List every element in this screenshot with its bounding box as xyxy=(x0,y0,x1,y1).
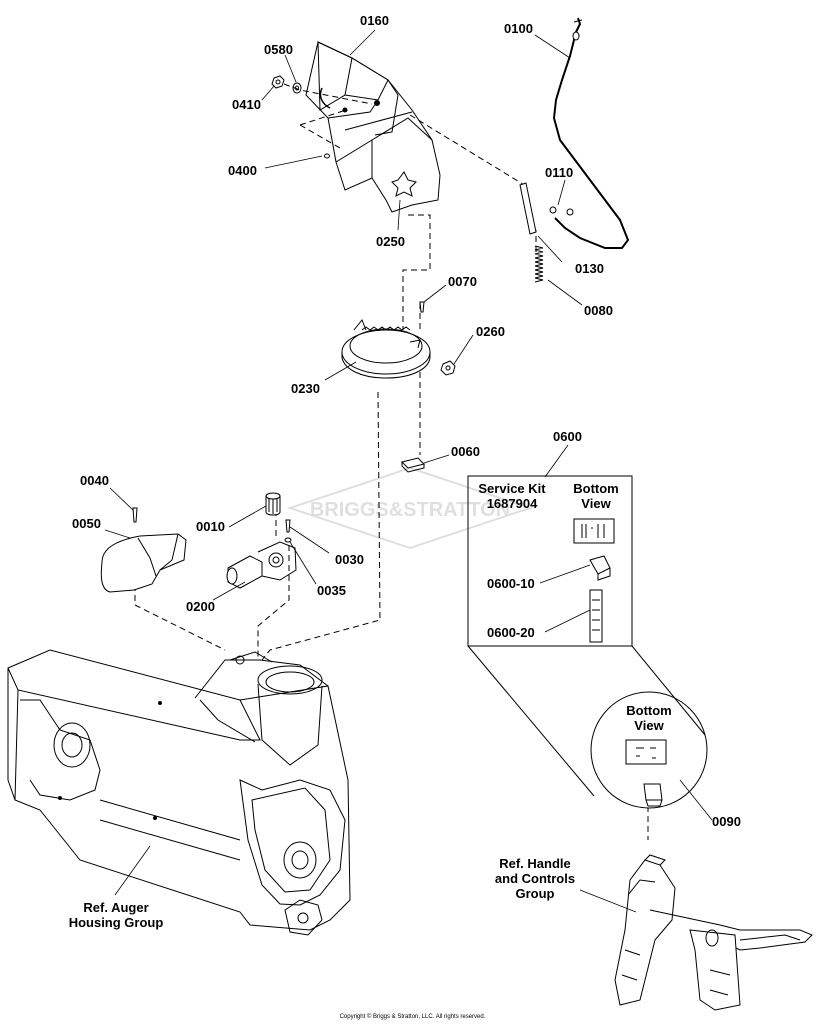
callout-bottom: Bottom xyxy=(626,703,672,718)
label-0600-20: 0600-20 xyxy=(487,625,535,640)
service-kit-bottom: Bottom xyxy=(573,481,619,496)
washer-0580 xyxy=(292,82,302,94)
label-0600-10: 0600-10 xyxy=(487,576,535,591)
label-0410: 0410 xyxy=(232,97,261,112)
knob-0010 xyxy=(265,492,281,516)
handle-assembly xyxy=(614,854,813,1011)
service-kit-view: View xyxy=(581,496,611,511)
label-0600: 0600 xyxy=(553,429,582,444)
watermark-text: BRIGGS&STRATTON xyxy=(310,499,510,521)
copyright-notice: Copyright © Briggs & Stratton, LLC. All … xyxy=(339,1014,486,1020)
callout-bottom-view: Bottom View xyxy=(614,703,684,733)
watermark-logo: BRIGGS&STRATTON xyxy=(286,466,534,550)
motor-0200 xyxy=(226,541,297,589)
ref-auger-line2: Housing Group xyxy=(68,915,164,930)
ref-auger-line1: Ref. Auger xyxy=(83,900,149,915)
screw-0030 xyxy=(285,519,291,533)
label-0100: 0100 xyxy=(504,21,533,36)
label-0060: 0060 xyxy=(451,444,480,459)
callout-circle xyxy=(467,645,708,809)
callout-view: View xyxy=(634,718,664,733)
cover-0050 xyxy=(100,533,187,593)
label-0200: 0200 xyxy=(186,599,215,614)
ring-gear-0230 xyxy=(341,319,431,379)
service-kit-number: 1687904 xyxy=(486,496,538,511)
label-0400: 0400 xyxy=(228,163,257,178)
label-0230: 0230 xyxy=(291,381,320,396)
label-0035: 0035 xyxy=(317,583,346,598)
label-0110: 0110 xyxy=(545,165,574,180)
label-0010: 0010 xyxy=(196,519,225,534)
service-kit-box xyxy=(467,475,633,647)
spring-0080 xyxy=(534,245,544,283)
label-0080: 0080 xyxy=(584,303,613,318)
service-kit-title-line: Service Kit xyxy=(478,481,546,496)
screw-0040 xyxy=(132,507,138,523)
service-kit-bottom-view: Bottom View xyxy=(566,481,626,511)
label-0580: 0580 xyxy=(264,42,293,57)
label-0090: 0090 xyxy=(712,814,741,829)
ref-handle-line1: Ref. Handle xyxy=(499,856,571,871)
label-0040: 0040 xyxy=(80,473,109,488)
rod-0130 xyxy=(519,182,537,235)
label-0070: 0070 xyxy=(448,274,477,289)
ref-handle-line3: Group xyxy=(515,886,555,901)
bolt-0400 xyxy=(324,153,330,159)
cable-0100 xyxy=(552,17,630,249)
label-0250: 0250 xyxy=(376,234,405,249)
label-0130: 0130 xyxy=(575,261,604,276)
chute-part xyxy=(305,41,441,213)
label-0260: 0260 xyxy=(476,324,505,339)
clip-0110 xyxy=(549,206,574,216)
label-0050: 0050 xyxy=(72,516,101,531)
ref-auger-housing: Ref. Auger Housing Group xyxy=(56,900,176,930)
bolt-0070 xyxy=(419,301,425,313)
label-0160: 0160 xyxy=(360,13,389,28)
nut-0410 xyxy=(271,75,285,89)
nut-0260 xyxy=(440,360,456,376)
auger-housing xyxy=(7,649,351,936)
ref-handle-controls: Ref. Handle and Controls Group xyxy=(480,856,590,901)
service-kit-title: Service Kit 1687904 xyxy=(472,481,552,511)
label-0030: 0030 xyxy=(335,552,364,567)
bracket-0060 xyxy=(401,457,425,473)
washer-0035 xyxy=(284,537,292,543)
ref-handle-line2: and Controls xyxy=(494,871,576,886)
